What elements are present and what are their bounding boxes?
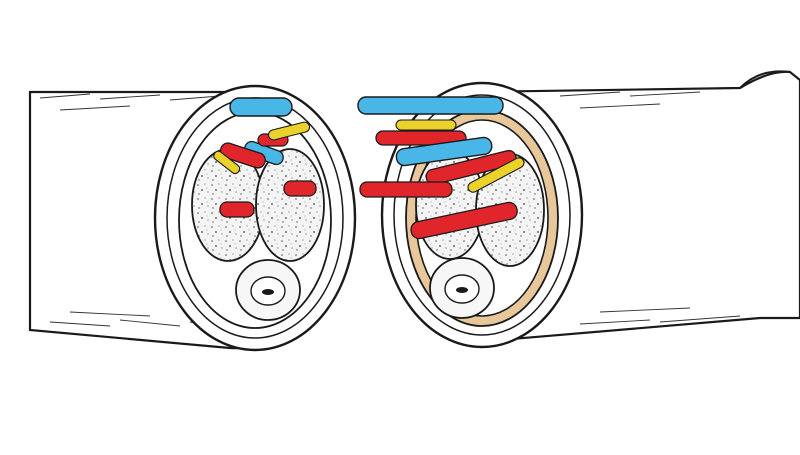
left-artery-a	[219, 142, 266, 169]
right-nerve-b	[467, 157, 525, 193]
right-vein-b	[395, 136, 493, 167]
right-skin-hatching	[559, 91, 741, 325]
left-nerve-b	[267, 121, 311, 141]
left-cavernosal-artery-b	[283, 180, 317, 197]
right-artery-b	[425, 149, 517, 186]
left-shaft-section	[28, 84, 357, 352]
right-artery-c	[359, 181, 453, 198]
right-fascia-ring	[393, 94, 571, 336]
left-dorsal-vein	[229, 97, 293, 117]
right-urethra	[456, 287, 468, 293]
left-nerve-a	[213, 150, 241, 175]
right-artery-a	[375, 130, 467, 146]
right-dorsal-vein	[357, 96, 504, 115]
left-corpus-cavernosum-b	[255, 148, 325, 262]
right-shaft-section	[357, 70, 800, 349]
right-cavernosal-artery	[410, 201, 518, 240]
right-nerve-a	[395, 119, 457, 131]
left-cavernosal-artery-a	[219, 201, 255, 218]
left-urethra	[262, 289, 274, 295]
right-glans-edge	[739, 70, 791, 89]
